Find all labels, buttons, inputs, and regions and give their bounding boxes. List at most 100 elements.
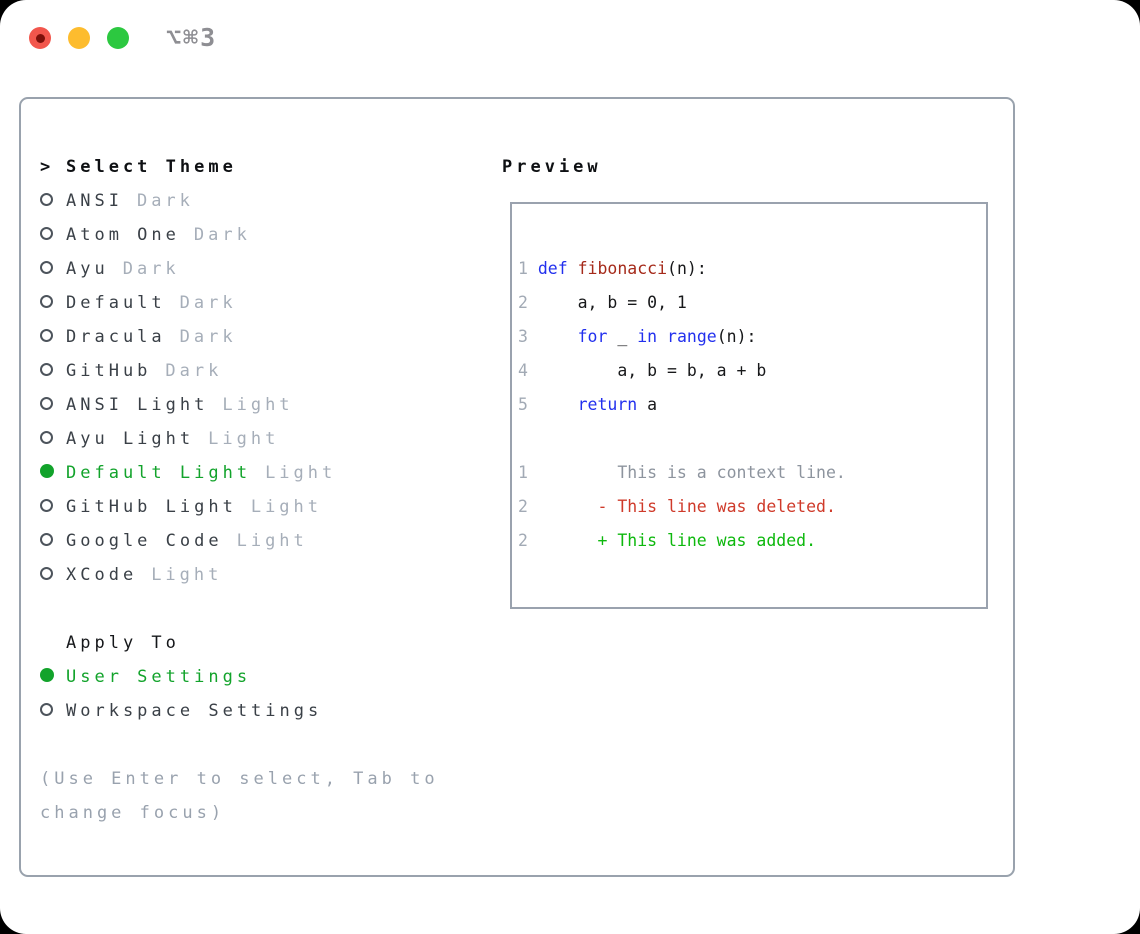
code-line: 3 for _ in range(n): xyxy=(518,320,982,354)
theme-variant-label: Light xyxy=(208,429,280,449)
help-text-line: change focus) xyxy=(40,803,226,823)
theme-name: GitHub Light xyxy=(66,497,237,517)
line-number: 2 xyxy=(518,497,528,516)
apply-to-option-label: User Settings xyxy=(66,667,252,687)
radio-icon xyxy=(40,395,66,415)
radio-outline-icon xyxy=(40,295,53,308)
window-title: ⌥⌘3 xyxy=(166,23,218,52)
radio-filled-icon xyxy=(40,464,54,478)
titlebar xyxy=(29,27,129,49)
code-segment: a, b = b, a + b xyxy=(537,361,767,380)
selected-radio-icon xyxy=(40,667,66,687)
theme-variant-label: Dark xyxy=(136,191,194,211)
theme-name: Ayu Light xyxy=(66,429,195,449)
code-line: 2 - This line was deleted. xyxy=(518,490,982,524)
code-segment: for xyxy=(577,327,608,346)
maximize-button[interactable] xyxy=(107,27,129,49)
radio-outline-icon xyxy=(40,431,53,444)
theme-variant-label: Light xyxy=(151,565,223,585)
code-segment: in xyxy=(637,327,658,346)
theme-variant-label: Dark xyxy=(179,327,237,347)
theme-variant-label: Dark xyxy=(179,293,237,313)
line-number: 1 xyxy=(518,463,528,482)
close-button[interactable] xyxy=(29,27,51,49)
theme-option[interactable]: ANSI Light Light xyxy=(40,388,439,422)
radio-icon xyxy=(40,497,66,517)
theme-name: XCode xyxy=(66,565,138,585)
theme-name: Dracula xyxy=(66,327,166,347)
apply-to-option[interactable]: Workspace Settings xyxy=(40,694,439,728)
radio-outline-icon xyxy=(40,567,53,580)
line-number: 4 xyxy=(518,361,528,380)
code-segment: range xyxy=(667,327,717,346)
radio-outline-icon xyxy=(40,703,53,716)
radio-icon xyxy=(40,293,66,313)
radio-outline-icon xyxy=(40,193,53,206)
selected-radio-icon xyxy=(40,463,66,483)
theme-name: Atom One xyxy=(66,225,180,245)
spacer xyxy=(40,592,439,626)
apply-to-header: Apply To xyxy=(40,626,439,660)
theme-variant-label: Light xyxy=(250,497,323,517)
code-line: 1 This is a context line. xyxy=(518,456,982,490)
line-number: 3 xyxy=(518,327,528,346)
code-segment: + This line was added. xyxy=(537,531,817,550)
theme-variant-label: Dark xyxy=(193,225,251,245)
code-segment: a, b = 0, 1 xyxy=(537,293,687,312)
apply-to-option[interactable]: User Settings xyxy=(40,660,439,694)
radio-icon xyxy=(40,361,66,381)
help-text-line: (Use Enter to select, Tab to xyxy=(40,769,439,789)
radio-filled-icon xyxy=(40,668,54,682)
line-number: 2 xyxy=(518,531,528,550)
code-segment: def xyxy=(537,259,578,278)
minimize-button[interactable] xyxy=(68,27,90,49)
prompt-caret-icon: > xyxy=(40,157,51,177)
radio-outline-icon xyxy=(40,227,53,240)
theme-option[interactable]: XCode Light xyxy=(40,558,439,592)
code-segment xyxy=(657,327,667,346)
theme-variant-label: Light xyxy=(222,395,294,415)
theme-option[interactable]: Dracula Dark xyxy=(40,320,439,354)
theme-name: GitHub xyxy=(66,361,152,381)
radio-icon xyxy=(40,701,66,721)
close-dot-icon xyxy=(36,34,45,43)
code-line: 2 a, b = 0, 1 xyxy=(518,286,982,320)
theme-name: ANSI Light xyxy=(66,395,209,415)
preview-header: Preview xyxy=(502,157,602,177)
theme-name: Ayu xyxy=(66,259,109,279)
theme-option[interactable]: GitHub Dark xyxy=(40,354,439,388)
theme-option[interactable]: Ayu Light Light xyxy=(40,422,439,456)
code-segment: (n): xyxy=(667,259,707,278)
theme-variant-label: Light xyxy=(265,463,337,483)
radio-outline-icon xyxy=(40,499,53,512)
code-segment: - This line was deleted. xyxy=(537,497,836,516)
code-line: 4 a, b = b, a + b xyxy=(518,354,982,388)
radio-icon xyxy=(40,429,66,449)
code-segment: fibonacci xyxy=(577,259,668,278)
radio-outline-icon xyxy=(40,363,53,376)
theme-variant-label: Dark xyxy=(165,361,223,381)
theme-name: Google Code xyxy=(66,531,223,551)
code-segment xyxy=(538,395,578,414)
line-number: 2 xyxy=(518,293,528,312)
radio-icon xyxy=(40,259,66,279)
radio-outline-icon xyxy=(40,329,53,342)
code-line: 5 return a xyxy=(518,388,982,422)
apply-to-title: Apply To xyxy=(66,633,180,653)
theme-option[interactable]: Atom One Dark xyxy=(40,218,439,252)
code-segment: (n): xyxy=(716,327,757,346)
radio-outline-icon xyxy=(40,261,53,274)
theme-option[interactable]: GitHub Light Light xyxy=(40,490,439,524)
code-segment: return xyxy=(577,395,638,414)
spacer xyxy=(40,728,439,762)
